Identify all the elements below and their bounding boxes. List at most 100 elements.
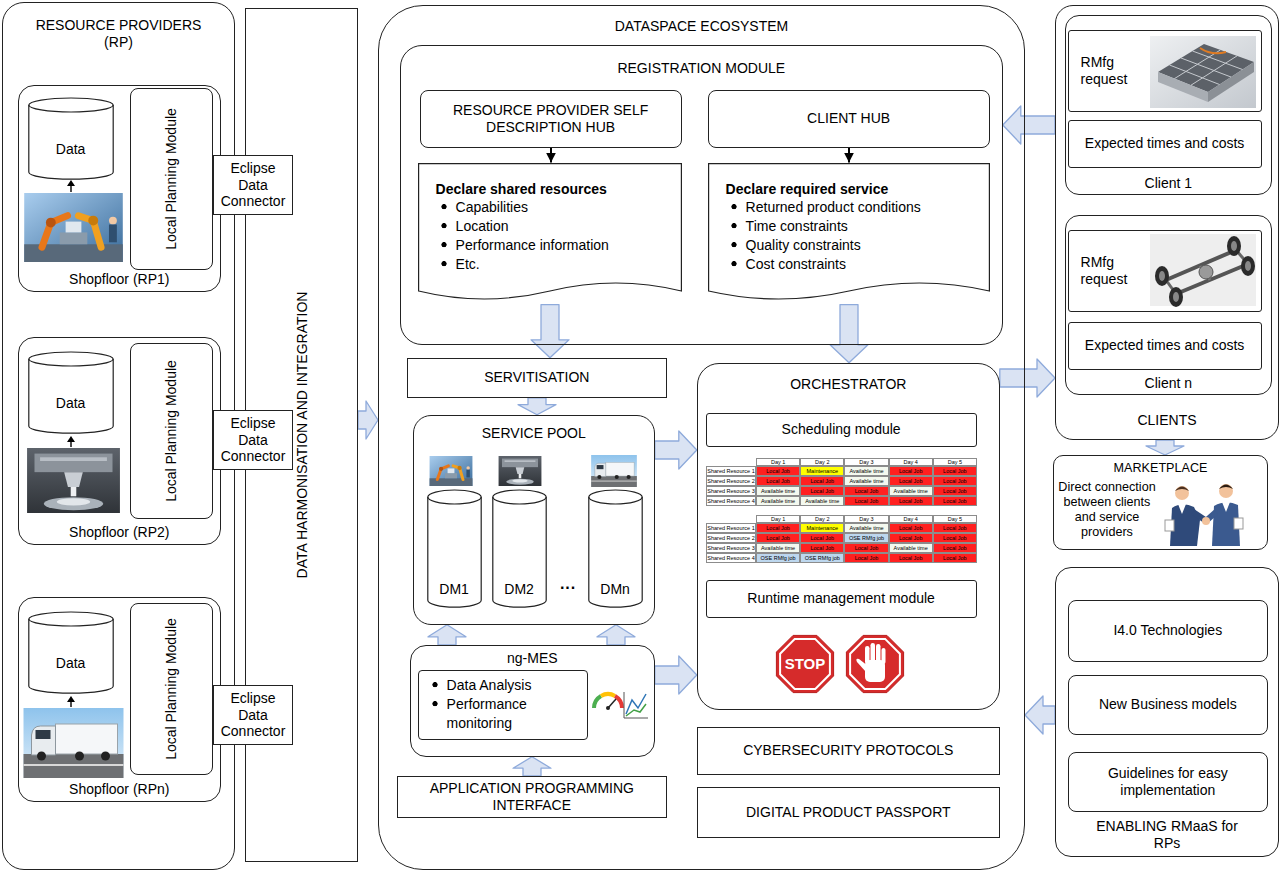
clients-panel: RMfg requestExpected times and costsClie… [1055, 5, 1279, 440]
cylinder-rim [492, 497, 545, 504]
table-cell: Local Job [933, 523, 977, 533]
table-cell: Available time [889, 543, 933, 553]
illustration-part [1222, 502, 1230, 512]
table-cell: Local Job [889, 496, 933, 506]
shopfloor-box: Data Local Planning ModuleShopfloor (RPn) [18, 597, 221, 802]
process-box: Expected times and costs [1068, 322, 1262, 370]
handshake-picture [1165, 484, 1243, 546]
node-text: Cost constraints [728, 255, 850, 274]
node-text: DM1 [435, 581, 473, 598]
node-text: Etc. [438, 255, 484, 274]
database-cylinder: DMn [588, 490, 643, 608]
illustration-part [1175, 50, 1221, 79]
node-text: Data [52, 395, 90, 412]
process-box: Scheduling module [706, 413, 977, 447]
table-cell: OSE RMfg job [756, 553, 800, 563]
document-shape: Declare shared resourcesCapabilitiesLoca… [418, 163, 682, 305]
table-cell: Local Job [889, 553, 933, 563]
node-text: Local Planning Module [163, 356, 180, 506]
illustration-part [1169, 287, 1183, 307]
request-box: RMfg request [1068, 30, 1262, 112]
cylinder-body [427, 490, 480, 607]
block-arrow [513, 757, 551, 776]
panel: DataLocal Planning ModuleShopfloor (RP1)… [2, 2, 235, 870]
illustration-part [882, 648, 886, 664]
illustration-part [1219, 485, 1233, 490]
illustration-part [1231, 241, 1237, 251]
node-text: DATASPACE ECOSYSTEM [611, 18, 792, 35]
table-cell: Local Job [844, 496, 888, 506]
block-arrow [1146, 440, 1184, 455]
cylinder-rim [28, 619, 112, 626]
table-cell: Day 1 [756, 515, 800, 523]
cylinder-body [28, 98, 112, 179]
shopfloor-box: DataLocal Planning ModuleShopfloor (RP1) [18, 85, 221, 292]
illustration-part [1208, 62, 1254, 102]
node-text: Local Planning Module [163, 614, 180, 764]
node-text: ENABLING RMaaS for RPs [1087, 818, 1247, 852]
block-arrow [518, 398, 556, 415]
arrow-line [550, 148, 552, 163]
table-cell: Shared Resource 1 [706, 466, 756, 476]
node-text: RMfg request [1077, 54, 1151, 88]
illustration-part [70, 185, 71, 192]
illustration-part [624, 692, 648, 718]
illustration-part [27, 448, 120, 513]
hub-box: CLIENT HUB [708, 90, 990, 148]
table-cell: Local Job [933, 553, 977, 563]
table-cell: Shared Resource 3 [706, 543, 756, 553]
table-cell: Local Job [889, 533, 933, 543]
table-cell: Local Job [844, 486, 888, 496]
node-text: Location [438, 217, 513, 236]
table-cell: Available time [844, 476, 888, 486]
table-cell: Local Job [844, 553, 888, 563]
table-cell: Maintenance [800, 523, 844, 533]
document-body [708, 163, 989, 298]
block-arrow [1000, 359, 1055, 397]
table-cell: Local Job [756, 476, 800, 486]
cylinder-rim [427, 497, 480, 504]
table-cell: Local Job [844, 543, 888, 553]
illustration-part [67, 180, 75, 186]
table-cell: Day 5 [933, 515, 977, 523]
node-text: MARKETPLACE [1110, 461, 1212, 476]
cylinder-rim [28, 359, 112, 366]
node-text: Performance monitoring [429, 695, 587, 733]
illustration-part [856, 643, 885, 682]
table-cell: Shared Resource 2 [706, 476, 756, 486]
illustration-part [1199, 265, 1213, 279]
hub-box: RESOURCE PROVIDER SELF DESCRIPTION HUB [420, 90, 682, 148]
block-arrow [1003, 106, 1055, 144]
node-text: SERVICE POOL [478, 425, 590, 442]
node-text: Guidelines for easy implementation [1069, 765, 1267, 799]
illustration-part [24, 708, 124, 778]
illustration-part [1227, 236, 1241, 256]
illustration-part [1165, 520, 1174, 531]
illustration-part [1241, 256, 1255, 276]
node-text: CLIENTS [1133, 412, 1200, 429]
node-text: RESOURCE PROVIDER SELF DESCRIPTION HUB [421, 102, 681, 136]
table-cell: Local Job [756, 523, 800, 533]
illustration-part [1170, 50, 1243, 85]
process-box: New Business models [1068, 675, 1268, 735]
illustration-part [1181, 58, 1231, 77]
illustration-part [1219, 484, 1233, 498]
table-cell: Day 1 [756, 458, 800, 466]
document-body [418, 163, 681, 298]
table-cell: Shared Resource 4 [706, 553, 756, 563]
node-text: Shopfloor (RPn) [65, 781, 173, 798]
module-box: Local Planning Module [130, 343, 213, 519]
cylinder-rim [28, 105, 112, 112]
connector-box: Eclipse Data Connector [213, 155, 293, 215]
node-text: Local Planning Module [163, 104, 180, 254]
node-text: ng-MES [503, 650, 562, 667]
process-box: Guidelines for easy implementation [1068, 752, 1268, 812]
process-box: I4.0 Technologies [1068, 600, 1268, 662]
block-arrow [1025, 696, 1055, 734]
node-text: Declare required service [722, 181, 893, 198]
illustration-part [1150, 36, 1256, 108]
battery-pack-photo [1150, 36, 1256, 108]
node-text: REGISTRATION MODULE [613, 60, 789, 77]
node-text: Data [52, 655, 90, 672]
